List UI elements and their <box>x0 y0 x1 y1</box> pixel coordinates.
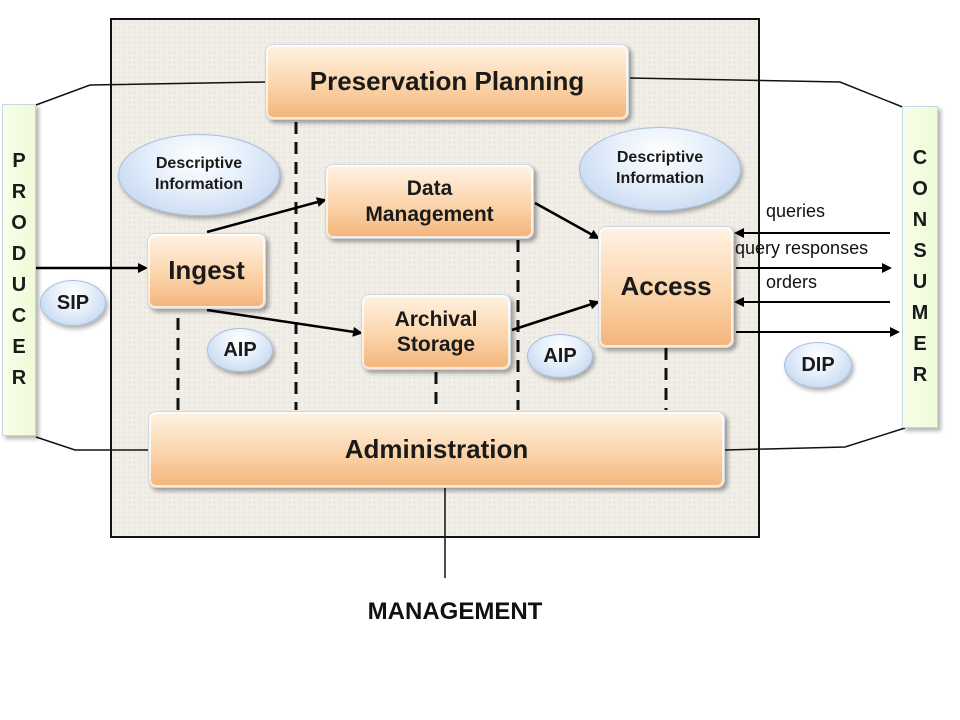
descriptive-info-right-line2: Information <box>616 170 704 187</box>
access-label: Access <box>620 271 712 302</box>
data-mgmt-to-access-arrow <box>534 201 600 240</box>
archival-storage-label-line1: Archival <box>394 307 478 331</box>
consumer-letter: C <box>912 147 928 169</box>
consumer-letter: M <box>911 302 929 324</box>
descriptive-info-left-line1: Descriptive <box>155 155 243 173</box>
preservation-planning-label: Preservation Planning <box>309 66 585 97</box>
data-management-label-line1: Data <box>406 177 453 201</box>
orders-label: orders <box>766 272 818 292</box>
data-management-box: Data Management <box>325 164 534 239</box>
archival-storage-label-line2: Storage <box>396 333 476 356</box>
sip-oval: SIP <box>40 280 106 326</box>
producer-letter: P <box>12 150 26 172</box>
dip-label: DIP <box>801 354 835 376</box>
archival-storage-box: Archival Storage <box>361 294 511 370</box>
data-management-label-line2: Management <box>365 202 494 226</box>
producer-pillar: P R O D U C E R <box>2 104 36 436</box>
administration-box: Administration <box>148 411 725 488</box>
planning-to-consumer-line <box>629 77 906 109</box>
producer-letter: U <box>11 274 27 296</box>
consumer-pillar: C O N S U M E R <box>902 106 938 428</box>
ingest-to-data-mgmt-arrow <box>206 197 327 234</box>
producer-letter: D <box>11 243 27 265</box>
producer-letter: O <box>11 212 27 234</box>
consumer-letter: U <box>912 271 928 293</box>
queries-label: queries <box>766 201 826 221</box>
administration-label: Administration <box>344 433 529 464</box>
aip-right-label: AIP <box>543 345 577 367</box>
producer-letter: E <box>12 336 26 358</box>
admin-to-consumer-line <box>724 427 906 451</box>
aip-left-label: AIP <box>223 339 257 361</box>
query-responses-label: query responses <box>735 238 869 258</box>
producer-to-admin-line <box>35 436 148 451</box>
producer-letter: R <box>11 181 27 203</box>
consumer-letter: N <box>912 209 928 231</box>
descriptive-information-oval-right: Descriptive Information <box>579 127 741 211</box>
consumer-letter: S <box>913 240 927 262</box>
aip-oval-right: AIP <box>527 334 593 378</box>
producer-letter: C <box>11 305 27 327</box>
producer-letter: R <box>11 367 27 389</box>
management-label: MANAGEMENT <box>367 598 543 625</box>
consumer-letter: R <box>912 364 928 386</box>
preservation-planning-box: Preservation Planning <box>265 44 629 120</box>
descriptive-info-right-line1: Descriptive <box>616 149 704 167</box>
ingest-to-storage-arrow <box>206 308 363 337</box>
ingest-label: Ingest <box>168 255 245 286</box>
consumer-letter: E <box>913 333 927 355</box>
dip-oval: DIP <box>784 342 852 388</box>
descriptive-info-left-line2: Information <box>155 176 243 193</box>
sip-label: SIP <box>56 292 90 314</box>
descriptive-information-oval-left: Descriptive Information <box>118 134 280 216</box>
consumer-letter: O <box>912 178 928 200</box>
access-box: Access <box>598 226 734 348</box>
aip-oval-left: AIP <box>207 328 273 372</box>
storage-to-access-arrow <box>511 299 600 332</box>
ingest-box: Ingest <box>147 233 266 309</box>
producer-to-planning-line <box>35 81 266 106</box>
